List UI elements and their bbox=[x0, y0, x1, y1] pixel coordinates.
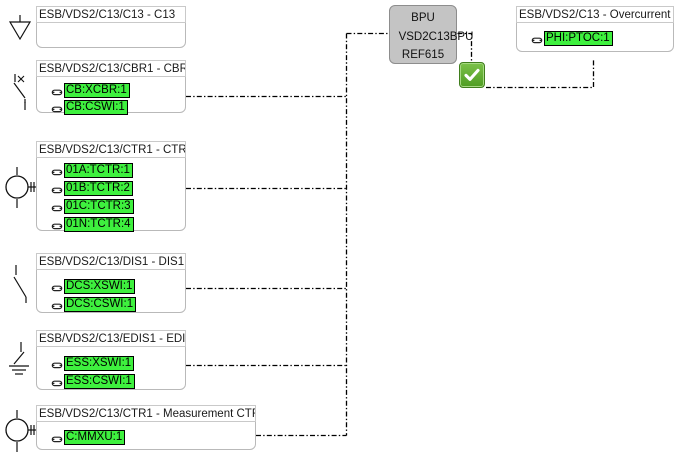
ln-tag[interactable]: ESS:XSWI:1 bbox=[64, 356, 135, 371]
ln-item[interactable]: 01N:TCTR:4 bbox=[50, 217, 134, 232]
ln-item[interactable]: C:MMXU:1 bbox=[50, 430, 126, 445]
ied-device-type: REF615 bbox=[401, 49, 445, 61]
link-icon bbox=[530, 33, 544, 44]
ln-tag[interactable]: DCS:XSWI:1 bbox=[64, 279, 136, 294]
link-icon bbox=[50, 376, 64, 387]
current-transformer-icon bbox=[4, 408, 38, 456]
node-title-edis1: ESB/VDS2/C13/EDIS1 - EDIS1 bbox=[36, 330, 186, 347]
node-title-dis1: ESB/VDS2/C13/DIS1 - DIS1 bbox=[36, 253, 186, 270]
link-icon bbox=[50, 102, 64, 113]
disconnector-icon bbox=[6, 263, 34, 305]
ln-tag[interactable]: 01A:TCTR:1 bbox=[64, 163, 133, 178]
ln-item[interactable]: ESS:CSWI:1 bbox=[50, 374, 135, 389]
ln-tag[interactable]: DCS:CSWI:1 bbox=[64, 297, 137, 312]
node-title-cbr1: ESB/VDS2/C13/CBR1 - CBR1 bbox=[36, 60, 186, 77]
node-title-measurement-ctr: ESB/VDS2/C13/CTR1 - Measurement CTR bbox=[36, 405, 256, 422]
ln-item[interactable]: 01C:TCTR:3 bbox=[50, 199, 134, 214]
ln-item[interactable]: DCS:XSWI:1 bbox=[50, 279, 136, 294]
ln-item[interactable]: ESS:XSWI:1 bbox=[50, 356, 135, 371]
ied-name: BPU bbox=[411, 12, 435, 24]
link-icon bbox=[50, 165, 64, 176]
link-icon bbox=[50, 85, 64, 96]
ln-tag[interactable]: C:MMXU:1 bbox=[64, 430, 126, 445]
link-icon bbox=[50, 299, 64, 310]
ln-item[interactable]: 01B:TCTR:2 bbox=[50, 181, 133, 196]
wire-check-to-overcurrent bbox=[486, 60, 595, 89]
ln-tag[interactable]: 01C:TCTR:3 bbox=[64, 199, 134, 214]
ln-item[interactable]: PHI:PTOC:1 bbox=[530, 31, 613, 46]
link-icon bbox=[50, 358, 64, 369]
triangle-arrow-down-icon bbox=[6, 12, 34, 42]
circuit-breaker-icon bbox=[6, 72, 34, 112]
ln-item[interactable]: DCS:CSWI:1 bbox=[50, 297, 137, 312]
earth-switch-icon bbox=[5, 340, 37, 382]
ln-item[interactable]: CB:CSWI:1 bbox=[50, 100, 128, 115]
ied-designation: VSD2C13BPU bbox=[398, 31, 474, 43]
link-icon bbox=[50, 183, 64, 194]
node-title-overcurrent: ESB/VDS2/C13 - Overcurrent bbox=[516, 6, 674, 23]
link-icon bbox=[50, 432, 64, 443]
link-icon bbox=[50, 201, 64, 212]
link-icon bbox=[50, 281, 64, 292]
ln-tag[interactable]: CB:XCBR:1 bbox=[64, 83, 130, 98]
ln-tag[interactable]: CB:CSWI:1 bbox=[64, 100, 128, 115]
current-transformer-icon bbox=[4, 165, 38, 211]
ln-tag[interactable]: 01B:TCTR:2 bbox=[64, 181, 133, 196]
ln-tag[interactable]: PHI:PTOC:1 bbox=[544, 31, 613, 46]
node-title-c13: ESB/VDS2/C13/C13 - C13 bbox=[36, 6, 186, 23]
node-title-ctr1: ESB/VDS2/C13/CTR1 - CTR1 bbox=[36, 141, 186, 158]
check-circle-icon[interactable] bbox=[459, 62, 485, 88]
link-icon bbox=[50, 219, 64, 230]
ln-tag[interactable]: 01N:TCTR:4 bbox=[64, 217, 134, 232]
ln-item[interactable]: CB:XCBR:1 bbox=[50, 83, 130, 98]
ln-item[interactable]: 01A:TCTR:1 bbox=[50, 163, 133, 178]
ln-tag[interactable]: ESS:CSWI:1 bbox=[64, 374, 135, 389]
ied-box-bpu[interactable]: BPU VSD2C13BPU REF615 bbox=[389, 5, 473, 64]
